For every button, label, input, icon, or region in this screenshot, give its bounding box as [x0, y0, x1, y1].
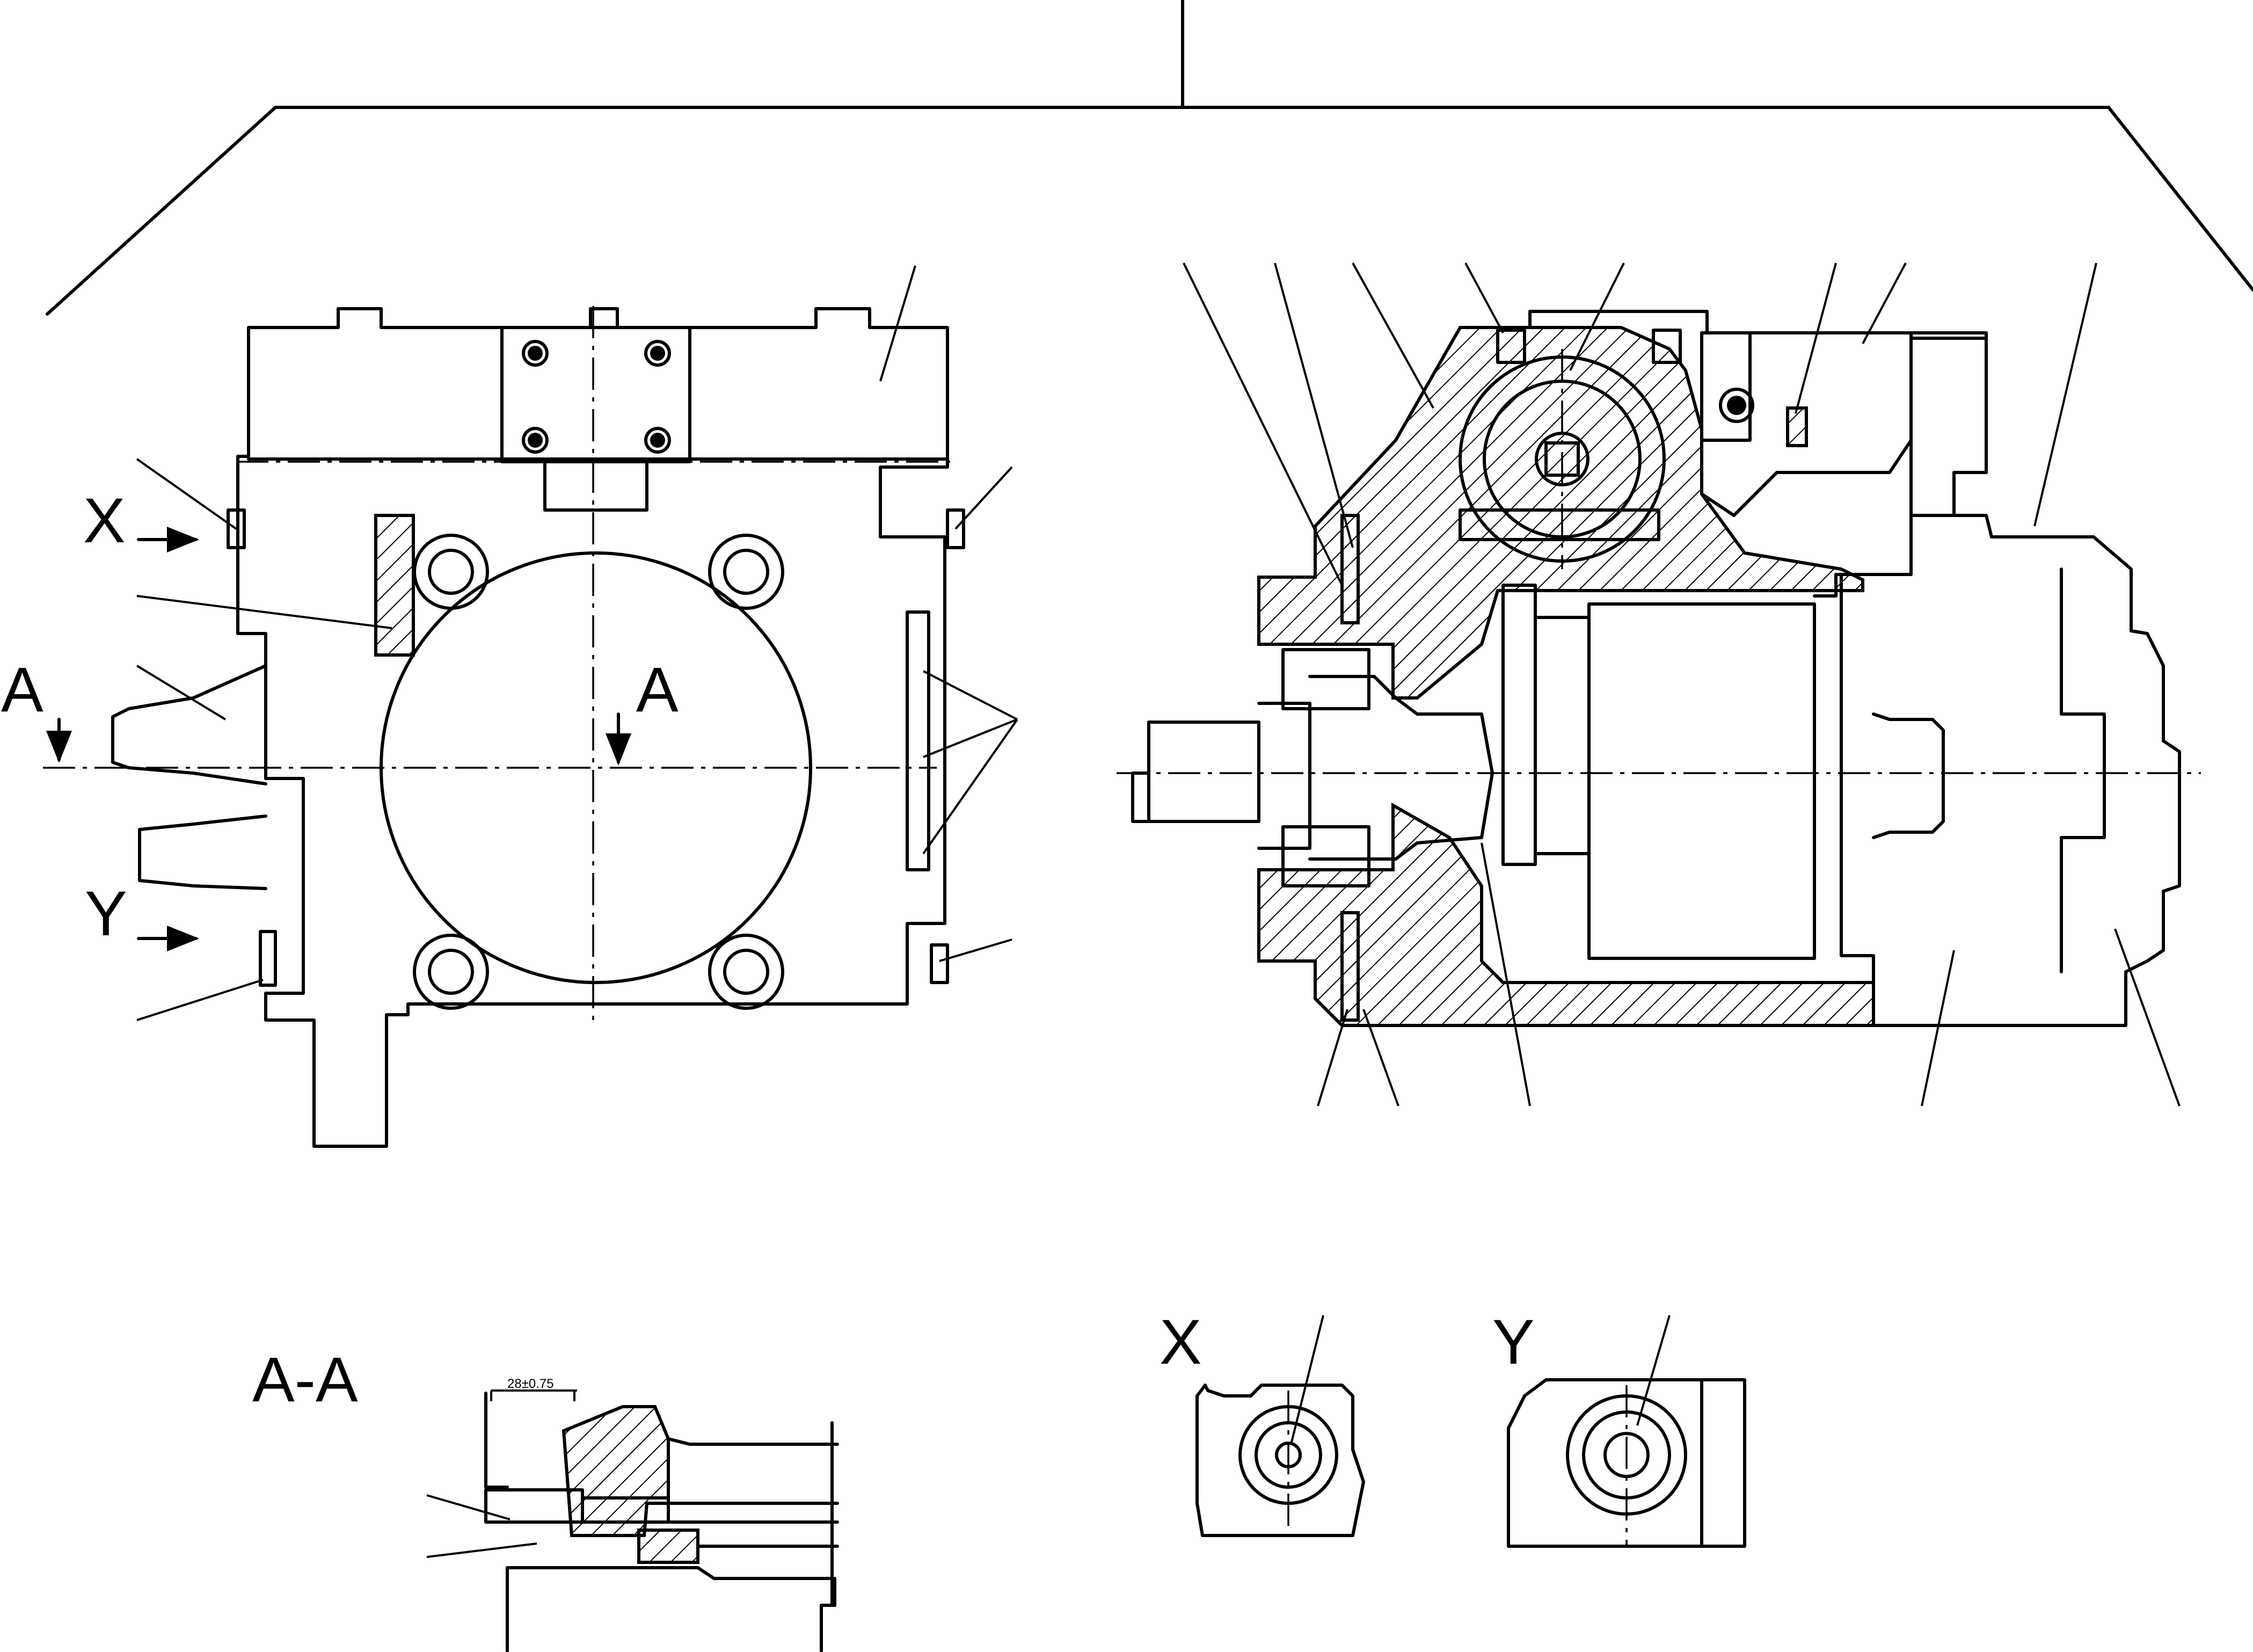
detail-x-label: X [1160, 1307, 1202, 1378]
section-a-center-label: A [636, 654, 679, 725]
dimension-label: 28±0.75 [507, 1377, 554, 1391]
x-arrow-label: X [83, 485, 126, 556]
section-a-a [426, 1389, 839, 1652]
screw-heads-top [522, 340, 671, 454]
detail-x [1195, 1315, 1365, 1537]
section-a-left-label: A [1, 654, 43, 725]
detail-y [1507, 1315, 1746, 1548]
pump-section-view [1117, 310, 2201, 1027]
view-arrows [46, 527, 631, 951]
top-bracket [46, 0, 2253, 316]
y-arrow-label: Y [85, 878, 127, 949]
right-view-leaders [1183, 263, 2181, 1107]
pump-front-view [43, 306, 965, 1148]
detail-y-label: Y [1492, 1307, 1535, 1378]
left-view-leaders [136, 265, 1018, 1021]
section-title: A-A [252, 1344, 358, 1415]
